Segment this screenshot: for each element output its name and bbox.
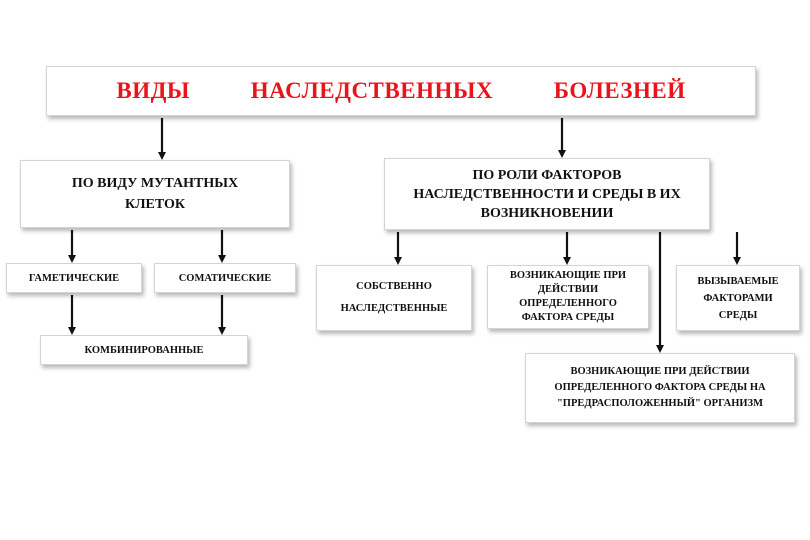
type-combined-label: КОМБИНИРОВАННЫЕ xyxy=(84,344,204,356)
type-arising-under-factor: ВОЗНИКАЮЩИЕ ПРИ ДЕЙСТВИИ ОПРЕДЕЛЕННОГО Ф… xyxy=(487,265,649,329)
diagram-title-box: ВИДЫ НАСЛЕДСТВЕННЫХ БОЛЕЗНЕЙ xyxy=(46,66,756,116)
category-mutant-cells: ПО ВИДУ МУТАНТНЫХ КЛЕТОК xyxy=(20,160,290,228)
type-somatic-label: СОМАТИЧЕСКИЕ xyxy=(178,272,272,284)
type-combined: КОМБИНИРОВАННЫЕ xyxy=(40,335,248,365)
category-mutant-cells-label: ПО ВИДУ МУТАНТНЫХ КЛЕТОК xyxy=(71,176,239,212)
type-gametic-label: ГАМЕТИЧЕСКИЕ xyxy=(28,272,120,284)
type-somatic: СОМАТИЧЕСКИЕ xyxy=(154,263,296,293)
type-proper-hereditary: СОБСТВЕННО НАСЛЕДСТВЕННЫЕ xyxy=(316,265,472,331)
diagram-title: ВИДЫ НАСЛЕДСТВЕННЫХ БОЛЕЗНЕЙ xyxy=(116,78,686,103)
type-caused-by-factors: ВЫЗЫВАЕМЫЕ ФАКТОРАМИ СРЕДЫ xyxy=(676,265,800,331)
type-gametic: ГАМЕТИЧЕСКИЕ xyxy=(6,263,142,293)
type-arising-under-factor-label: ВОЗНИКАЮЩИЕ ПРИ ДЕЙСТВИИ ОПРЕДЕЛЕННОГО Ф… xyxy=(509,270,627,323)
category-factor-roles: ПО РОЛИ ФАКТОРОВ НАСЛЕДСТВЕННОСТИ И СРЕД… xyxy=(384,158,710,230)
type-predisposed-organism: ВОЗНИКАЮЩИЕ ПРИ ДЕЙСТВИИ ОПРЕДЕЛЕННОГО Ф… xyxy=(525,353,795,423)
type-predisposed-organism-label: ВОЗНИКАЮЩИЕ ПРИ ДЕЙСТВИИ ОПРЕДЕЛЕННОГО Ф… xyxy=(554,366,766,409)
type-caused-by-factors-label: ВЫЗЫВАЕМЫЕ ФАКТОРАМИ СРЕДЫ xyxy=(697,275,779,321)
type-proper-hereditary-label: СОБСТВЕННО НАСЛЕДСТВЕННЫЕ xyxy=(340,281,448,314)
category-factor-roles-label: ПО РОЛИ ФАКТОРОВ НАСЛЕДСТВЕННОСТИ И СРЕД… xyxy=(413,167,681,221)
